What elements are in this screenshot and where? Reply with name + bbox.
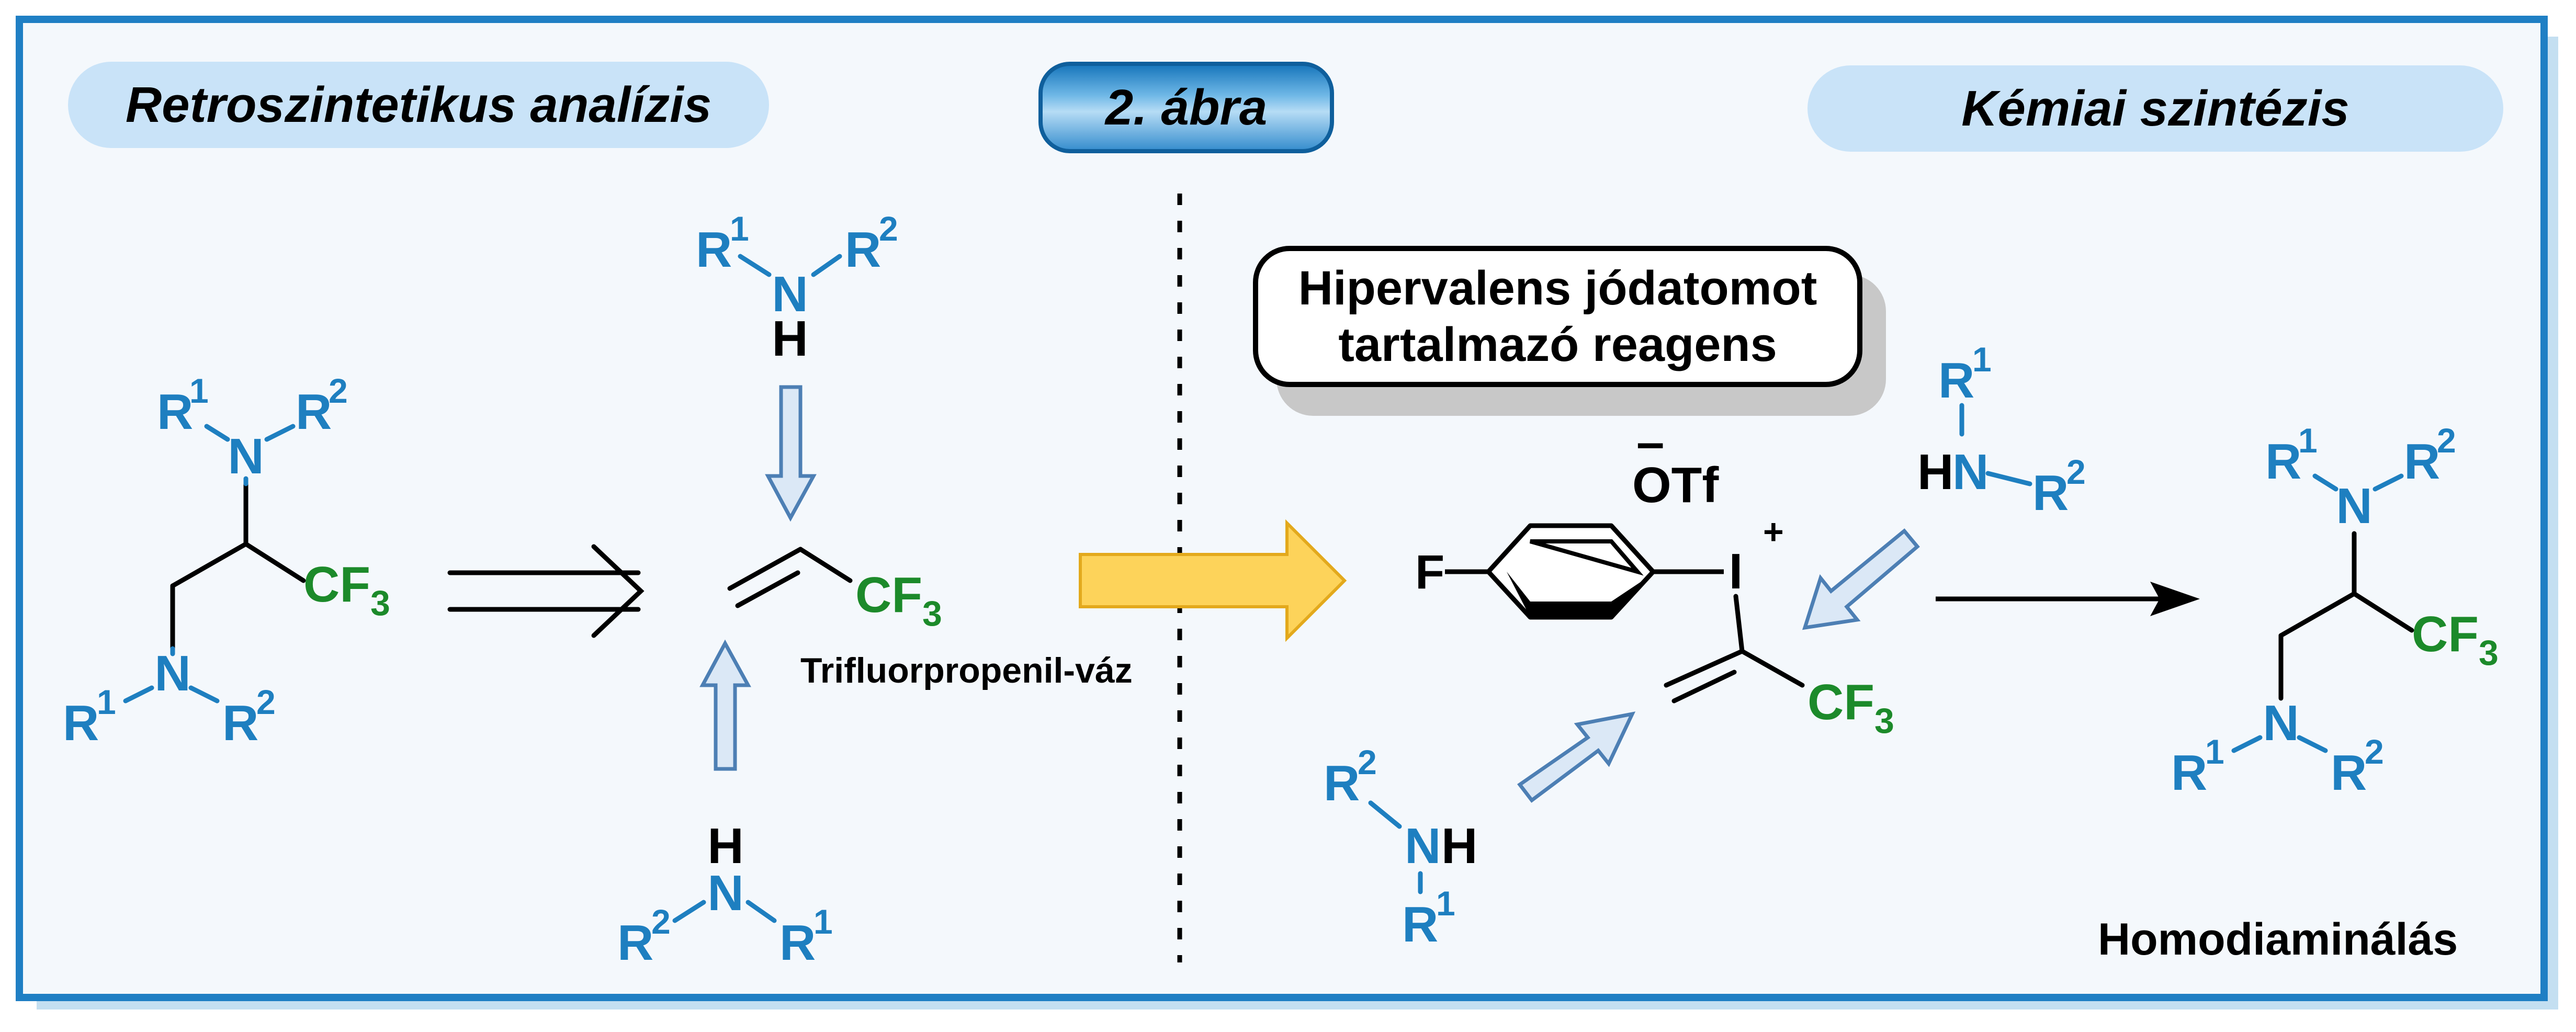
charge-minus: – [1636,414,1664,470]
superscript-1: 1 [730,209,749,248]
superscript-2: 2 [2365,732,2384,771]
reagent-line-2: tartalmazó reagens [1338,318,1777,371]
superscript-1: 1 [1436,884,1455,923]
atom-r: R [2265,434,2301,490]
amine-top: R 1 N H R 2 [696,209,898,367]
retrosynthesis-label: Retroszintetikus analízis [125,76,712,133]
superscript-2: 2 [651,902,671,941]
amine-lower: R 2 N H R 1 [1324,743,1477,952]
target-molecule: N R 1 R 2 N R 1 R 2 CF3 [63,371,390,751]
superscript-1: 1 [189,371,209,410]
atom-n: N [2336,478,2372,534]
atom-r: R [2171,745,2207,801]
synthesis-pill: Kémiai szintézis [1807,65,2503,152]
superscript-2: 2 [879,209,898,248]
atom-n: N [707,865,743,921]
atom-r: R [2032,465,2069,521]
reagent-box: Hipervalens jódatomot tartalmazó reagens [1253,246,1862,387]
figure-label: 2. ábra [1105,79,1268,135]
attack-arrow-lower [1517,711,1636,803]
superscript-1: 1 [814,902,833,941]
iodonium-reagent: F I + – OTf CF3 [1415,414,1894,741]
atom-r: R [1402,897,1438,952]
atom-h: H [707,818,743,874]
scaffold-label: Trifluorpropenil-váz [800,651,1133,690]
triflate-label: OTf [1632,457,1719,513]
atom-r: R [222,695,258,751]
atom-r: R [157,384,193,440]
atom-r: R [1324,755,1360,811]
atom-n: N [1952,444,1989,500]
superscript-1: 1 [97,683,116,721]
forward-arrow-yellow [1079,519,1347,642]
atom-r: R [1938,353,1974,409]
figure-badge: 2. ábra [1038,62,1334,153]
atom-r: R [779,915,816,971]
trifluoropropene: CF3 Trifluorpropenil-váz [727,547,1133,690]
amine-upper-right: R 1 H N R 2 [1917,340,2086,521]
atom-r: R [2331,745,2367,801]
atom-n: N [154,645,190,701]
synthesis-label: Kémiai szintézis [1961,80,2349,137]
atom-r: R [296,384,332,440]
cf3-label: CF3 [303,557,390,623]
atom-n: N [2263,695,2299,751]
amine-bottom: H N R 2 R 1 [617,818,833,971]
atom-r: R [845,222,881,278]
superscript-1: 1 [1972,340,1992,379]
atom-r: R [63,695,99,751]
atom-h: H [772,311,808,367]
superscript-2: 2 [256,683,276,721]
superscript-2: 2 [329,371,348,410]
superscript-2: 2 [2437,421,2456,460]
atom-n: N [1405,818,1441,874]
reaction-name: Homodiaminálás [2098,914,2458,965]
retrosynthesis-arrow [447,544,645,638]
atom-n: N [772,266,808,322]
reagent-line-1: Hipervalens jódatomot [1298,262,1817,315]
attack-arrow-up [699,639,751,771]
atom-n: N [228,428,264,484]
atom-i: I [1729,543,1743,599]
reaction-arrow [1936,582,2200,616]
superscript-1: 1 [2205,732,2224,771]
atom-f: F [1415,546,1444,599]
atom-r: R [617,915,653,971]
superscript-1: 1 [2298,421,2318,460]
cf3-label: CF3 [855,567,942,633]
product-molecule: N R 1 R 2 N R 1 R 2 CF3 [2171,421,2499,801]
atom-r: R [2404,434,2440,490]
retrosynthesis-pill: Retroszintetikus analízis [68,62,769,148]
cf3-label: CF3 [2412,606,2499,673]
atom-h: H [1917,444,1953,500]
attack-arrow-down [765,385,817,522]
attack-arrow-upper [1802,528,1920,630]
atom-r: R [696,222,732,278]
atom-h: H [1441,818,1477,874]
charge-plus: + [1763,512,1784,552]
superscript-2: 2 [2066,452,2086,491]
diagram-frame [16,16,2548,1001]
cf3-label: CF3 [1807,674,1894,741]
superscript-2: 2 [1358,743,1377,781]
